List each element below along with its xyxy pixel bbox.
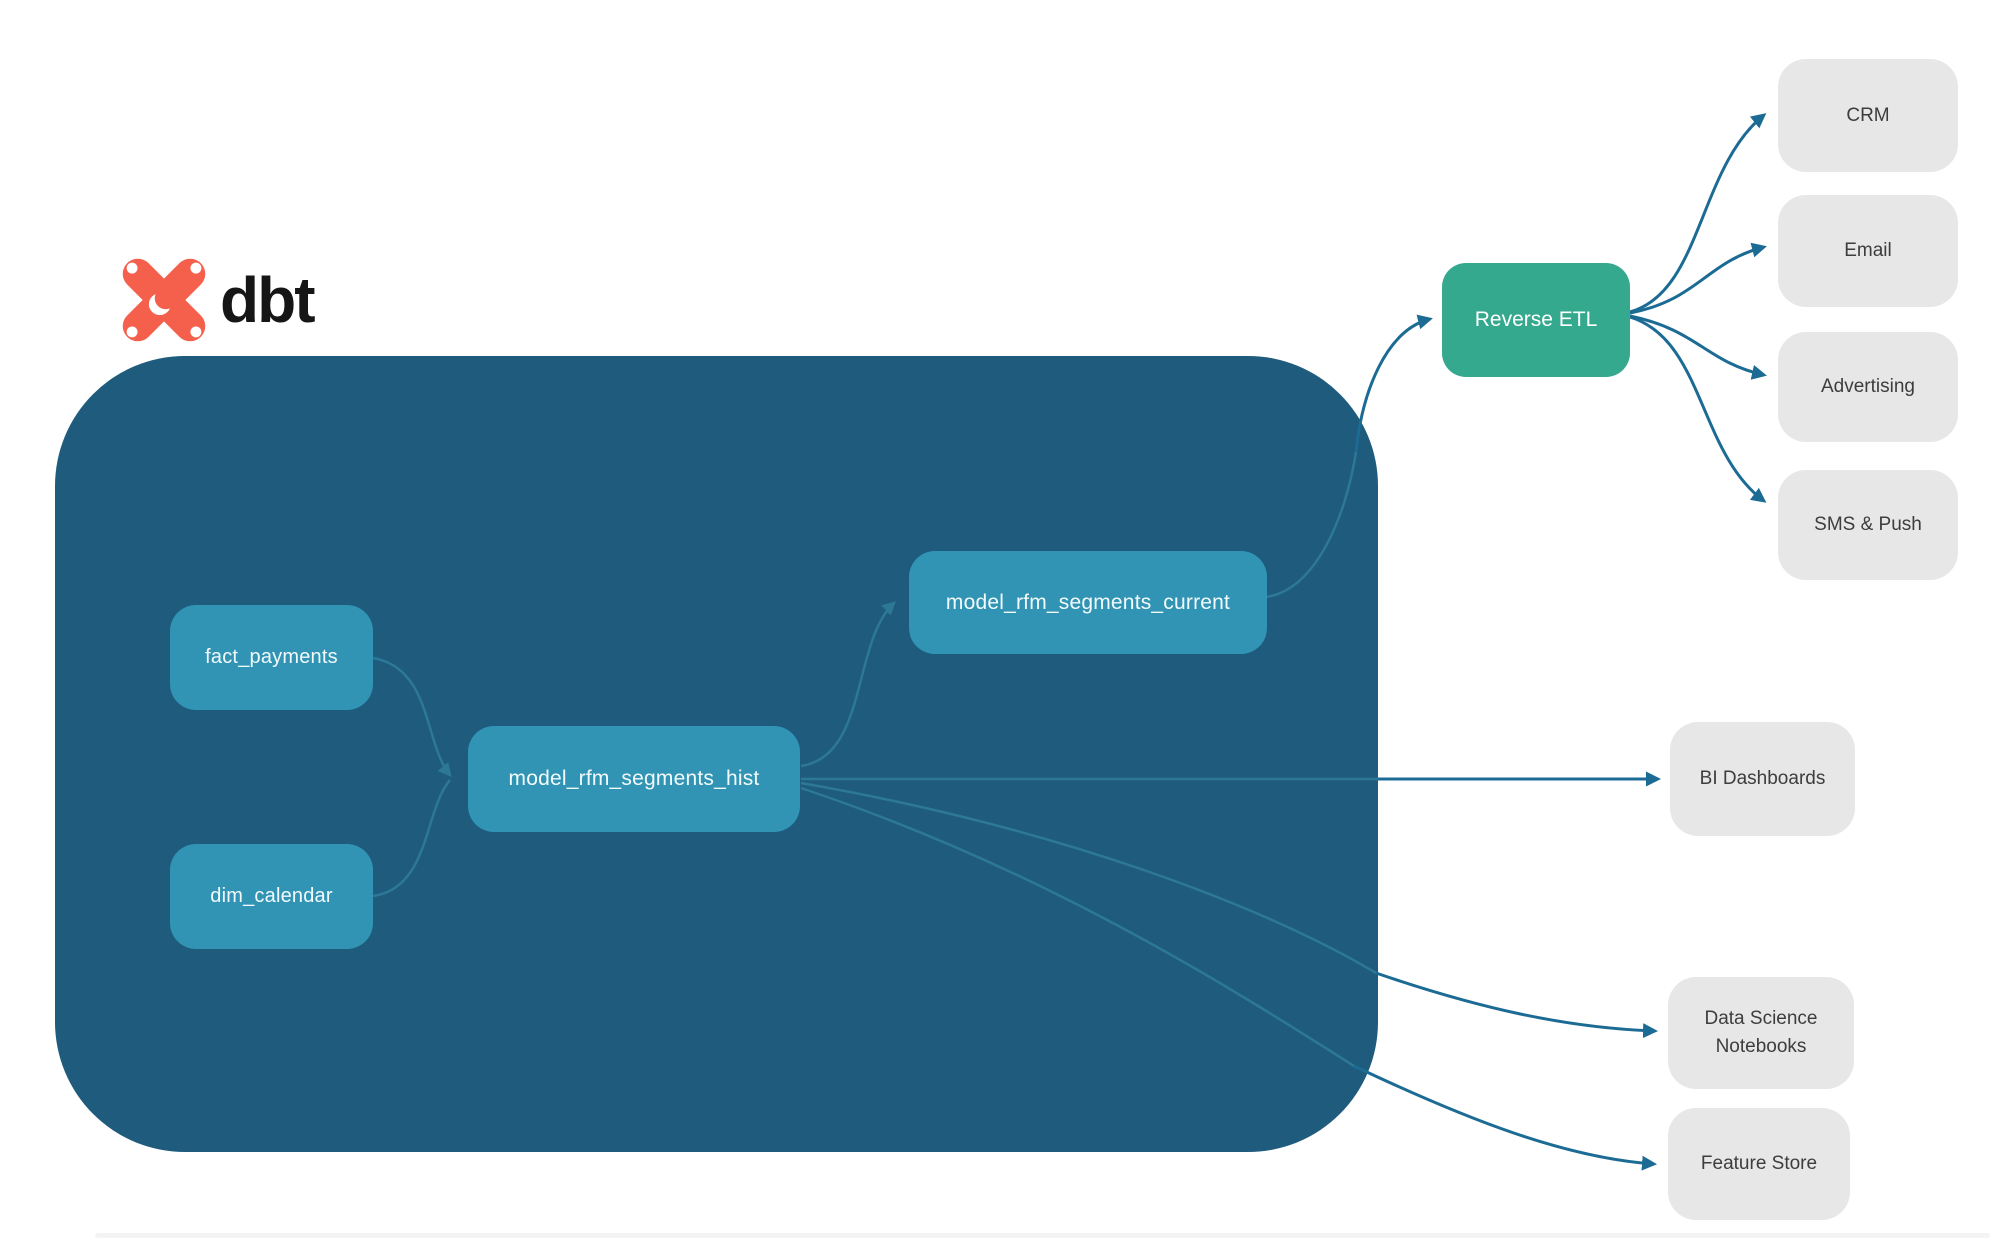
node-dim-calendar: dim_calendar [170,844,373,949]
output-data-science-notebooks-label: Data Science Notebooks [1704,1008,1818,1057]
edge-reverse-etl-to-email [1629,242,1767,315]
edge-reverse-etl-to-crm [1629,113,1767,314]
node-model-rfm-segments-hist-label: model_rfm_segments_hist [508,767,760,790]
dbt-logo-icon [122,258,206,342]
destination-email: Email [1778,195,1958,307]
edge-reverse-etl-to-sms-push [1629,315,1767,503]
node-reverse-etl: Reverse ETL [1442,263,1630,377]
output-bi-dashboards-label: BI Dashboards [1699,768,1826,790]
output-feature-store: Feature Store [1668,1108,1850,1220]
destination-advertising-label: Advertising [1821,376,1915,398]
edge-current-to-reverse-etl [1354,314,1433,453]
dbt-brand: dbt [122,255,422,345]
dbt-wordmark: dbt [220,264,315,336]
edge-hist-to-data-science-notebooks [1375,971,1658,1039]
destination-email-label: Email [1844,240,1892,262]
node-fact-payments: fact_payments [170,605,373,710]
destination-advertising: Advertising [1778,332,1958,442]
page-bottom-edge [95,1233,1990,1238]
destination-crm: CRM [1778,59,1958,172]
edge-hist-to-feature-store [1353,1064,1657,1171]
output-data-science-notebooks: Data Science Notebooks [1668,977,1854,1089]
node-dim-calendar-label: dim_calendar [210,885,333,907]
node-fact-payments-label: fact_payments [205,646,338,668]
node-model-rfm-segments-hist: model_rfm_segments_hist [468,726,800,832]
destination-sms-push: SMS & Push [1778,470,1958,580]
node-model-rfm-segments-current: model_rfm_segments_current [909,551,1267,654]
output-feature-store-label: Feature Store [1700,1153,1818,1175]
destination-crm-label: CRM [1846,104,1890,126]
destination-sms-push-label: SMS & Push [1814,514,1922,536]
node-reverse-etl-label: Reverse ETL [1474,308,1598,331]
output-bi-dashboards: BI Dashboards [1670,722,1855,836]
edge-reverse-etl-to-advertising [1629,314,1767,380]
node-model-rfm-segments-current-label: model_rfm_segments_current [945,590,1231,614]
